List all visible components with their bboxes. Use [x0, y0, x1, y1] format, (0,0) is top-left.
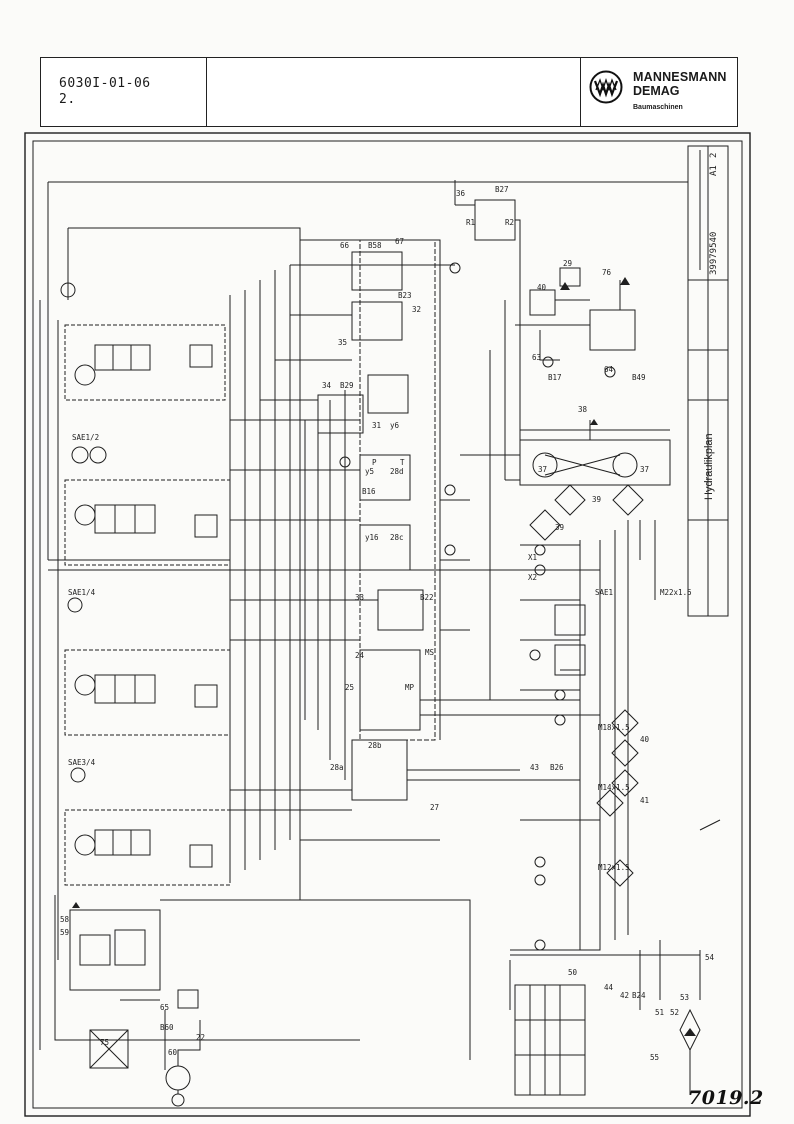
outer-frame [24, 132, 751, 1117]
brand-logo-cell: MANNESMANN DEMAG Baumaschinen [581, 58, 739, 126]
label-22: 22 [196, 1033, 205, 1042]
document-number-cell: 6030I-01-06 2. [41, 58, 207, 126]
label-28a: 28a [330, 763, 344, 772]
port-label-x2: X2 [528, 573, 537, 582]
label-58: 58 [60, 915, 70, 924]
label-54: 54 [705, 953, 715, 962]
brand-name-line3: Baumaschinen [633, 104, 683, 111]
sheet-number: 7019.2 [688, 1087, 764, 1109]
brand-name-line2: DEMAG [633, 84, 680, 98]
label-41: 41 [640, 796, 649, 805]
port-label-mp: MP [405, 683, 415, 692]
label-51: 51 [655, 1008, 664, 1017]
label-44: 44 [604, 983, 614, 992]
port-label-m12: M12x1.5 [598, 863, 630, 872]
label-55: 55 [650, 1053, 659, 1062]
port-label-m18: M18x1.5 [598, 723, 630, 732]
port-label-sae1: SAE1 [595, 588, 613, 597]
label-64: 64 [604, 365, 614, 374]
label-27: 27 [430, 803, 439, 812]
label-b29: B29 [340, 381, 354, 390]
label-66: 66 [340, 241, 350, 250]
label-42: 42 [620, 991, 629, 1000]
label-25: 25 [345, 683, 354, 692]
inner-frame [32, 140, 743, 1109]
port-label-sae12: SAE1/2 [72, 433, 99, 442]
label-65: 65 [160, 1003, 169, 1012]
label-53: 53 [680, 993, 689, 1002]
label-y16: y16 [365, 533, 379, 542]
label-50: 50 [568, 968, 578, 977]
port-label-r2: R2 [505, 218, 514, 227]
label-y6: y6 [390, 421, 400, 430]
port-label-p: P [372, 458, 377, 467]
label-28b: 28b [368, 741, 382, 750]
label-y5: y5 [365, 467, 374, 476]
port-label-sae34: SAE3/4 [68, 758, 96, 767]
title-block-text: Hydraulikplan 39979540 A1 2 [703, 153, 719, 500]
sheet-id: A1 [709, 165, 719, 176]
label-31: 31 [372, 421, 381, 430]
label-b24: B24 [632, 991, 646, 1000]
label-43: 43 [530, 763, 539, 772]
label-28c: 28c [390, 533, 404, 542]
document-number: 6030I-01-06 [59, 76, 151, 91]
label-39-a: 39 [592, 495, 601, 504]
label-36: 36 [456, 189, 466, 198]
port-label-t: T [400, 458, 405, 467]
port-label-sae14: SAE1/4 [68, 588, 96, 597]
port-label-x1: X1 [528, 553, 537, 562]
label-b17: B17 [548, 373, 562, 382]
header-blank-cell [207, 58, 581, 126]
label-b49: B49 [632, 373, 646, 382]
label-52: 52 [670, 1008, 679, 1017]
label-63: 63 [532, 353, 541, 362]
label-76: 76 [602, 268, 612, 277]
header-title-strip: 6030I-01-06 2. MANNESMANN DEMAG Baumasch… [40, 57, 738, 127]
brand-name-line1: MANNESMANN [633, 70, 727, 84]
label-38: 38 [578, 405, 588, 414]
label-37-left: 37 [538, 465, 547, 474]
drawing-number: 39979540 [709, 232, 719, 275]
logo-mark-icon [589, 70, 623, 104]
label-b22: B22 [420, 593, 434, 602]
label-28d: 28d [390, 467, 404, 476]
label-37-right: 37 [640, 465, 649, 474]
label-b16: B16 [362, 487, 376, 496]
sheet-count: 2 [709, 153, 719, 158]
label-b27: B27 [495, 185, 509, 194]
label-39-b: 39 [555, 523, 564, 532]
label-32: 32 [412, 305, 421, 314]
port-label-ms: MS [425, 648, 435, 657]
revision-number: 2. [59, 92, 76, 107]
label-35: 35 [338, 338, 347, 347]
label-60: 60 [168, 1048, 178, 1057]
label-40: 40 [537, 283, 547, 292]
label-33: 33 [355, 593, 364, 602]
drawing-title: Hydraulikplan [703, 433, 715, 500]
label-34: 34 [322, 381, 332, 390]
port-label-m22: M22x1.5 [660, 588, 692, 597]
port-labels: SAE1/2 SAE1/4 SAE3/4 SAE1 M18x1.5 M22x1.… [68, 218, 692, 872]
label-b60: B60 [160, 1023, 174, 1032]
label-b58: B58 [368, 241, 382, 250]
label-24: 24 [355, 651, 365, 660]
component-labels: 36 B27 66 B58 67 35 B23 32 34 B29 31 y6 … [60, 185, 715, 1062]
label-59: 59 [60, 928, 69, 937]
label-75: 75 [100, 1038, 109, 1047]
label-67: 67 [395, 237, 404, 246]
port-label-r1: R1 [466, 218, 475, 227]
label-29: 29 [563, 259, 572, 268]
label-40-b: 40 [640, 735, 650, 744]
label-b23: B23 [398, 291, 412, 300]
label-b26: B26 [550, 763, 564, 772]
port-label-m14: M14x1.5 [598, 783, 630, 792]
